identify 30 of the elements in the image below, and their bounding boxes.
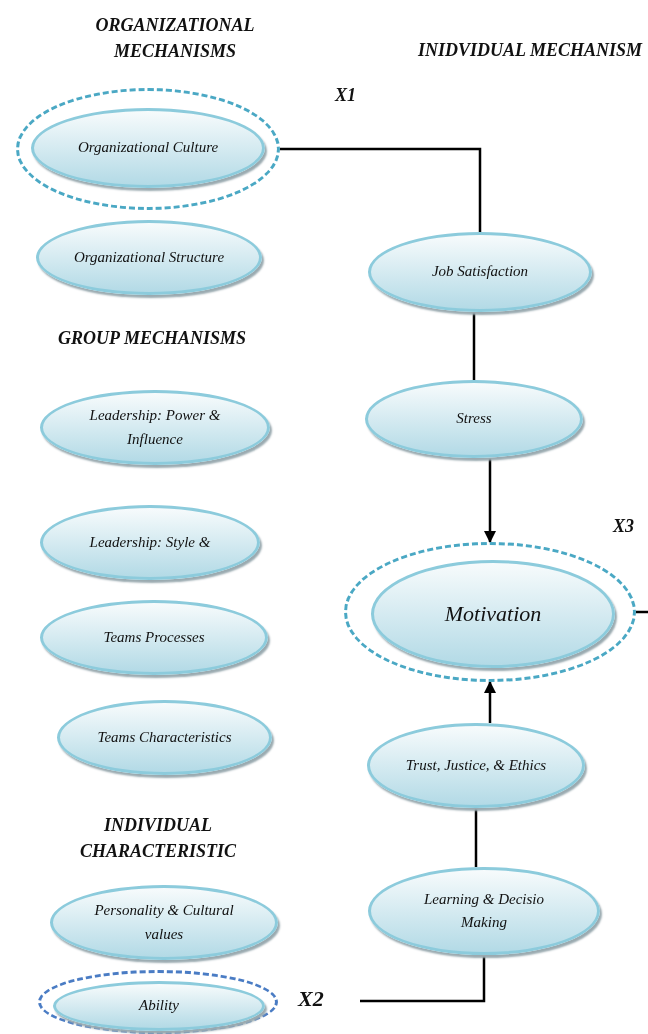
section-heading: INIDVIDUAL MECHANISM (417, 39, 644, 62)
connector-line (472, 312, 476, 380)
ellipse-node: Personality & Cultural values (50, 885, 278, 960)
node-label: X2 (298, 986, 324, 1012)
ellipse-node: Stress (365, 380, 583, 458)
dashed-ring (344, 542, 636, 682)
ellipse-node: Organizational Structure (36, 220, 262, 295)
connector-line (474, 808, 478, 867)
connector-line (636, 610, 648, 614)
ellipse-node: Motivation (371, 560, 615, 668)
ellipse-node: Leadership: Power & Influence (40, 390, 270, 465)
section-heading: GROUP MECHANISMS (57, 327, 247, 350)
dashed-ring (16, 88, 280, 210)
dashed-ring (38, 970, 278, 1034)
ellipse-node: Organizational Culture (31, 108, 265, 188)
ellipse-node: Teams Characteristics (57, 700, 272, 775)
arrow (484, 681, 496, 723)
variable-label: X1 (335, 85, 356, 106)
connector-line (360, 955, 486, 1003)
variable-label: X3 (613, 516, 634, 537)
connector-line (280, 147, 482, 232)
ellipse-node: Leadership: Style & (40, 505, 260, 580)
ellipse-node: Trust, Justice, & Ethics (367, 723, 585, 808)
section-heading: INDIVIDUAL CHARACTERISTIC (78, 814, 238, 864)
ellipse-node: Teams Processes (40, 600, 268, 675)
section-heading: ORGANIZATIONAL MECHANISMS (94, 14, 256, 64)
ellipse-node: Job Satisfaction (368, 232, 592, 312)
arrow (484, 458, 496, 543)
ellipse-node: Ability (53, 981, 265, 1031)
ellipse-node: Learning & Decisio Making (368, 867, 600, 955)
